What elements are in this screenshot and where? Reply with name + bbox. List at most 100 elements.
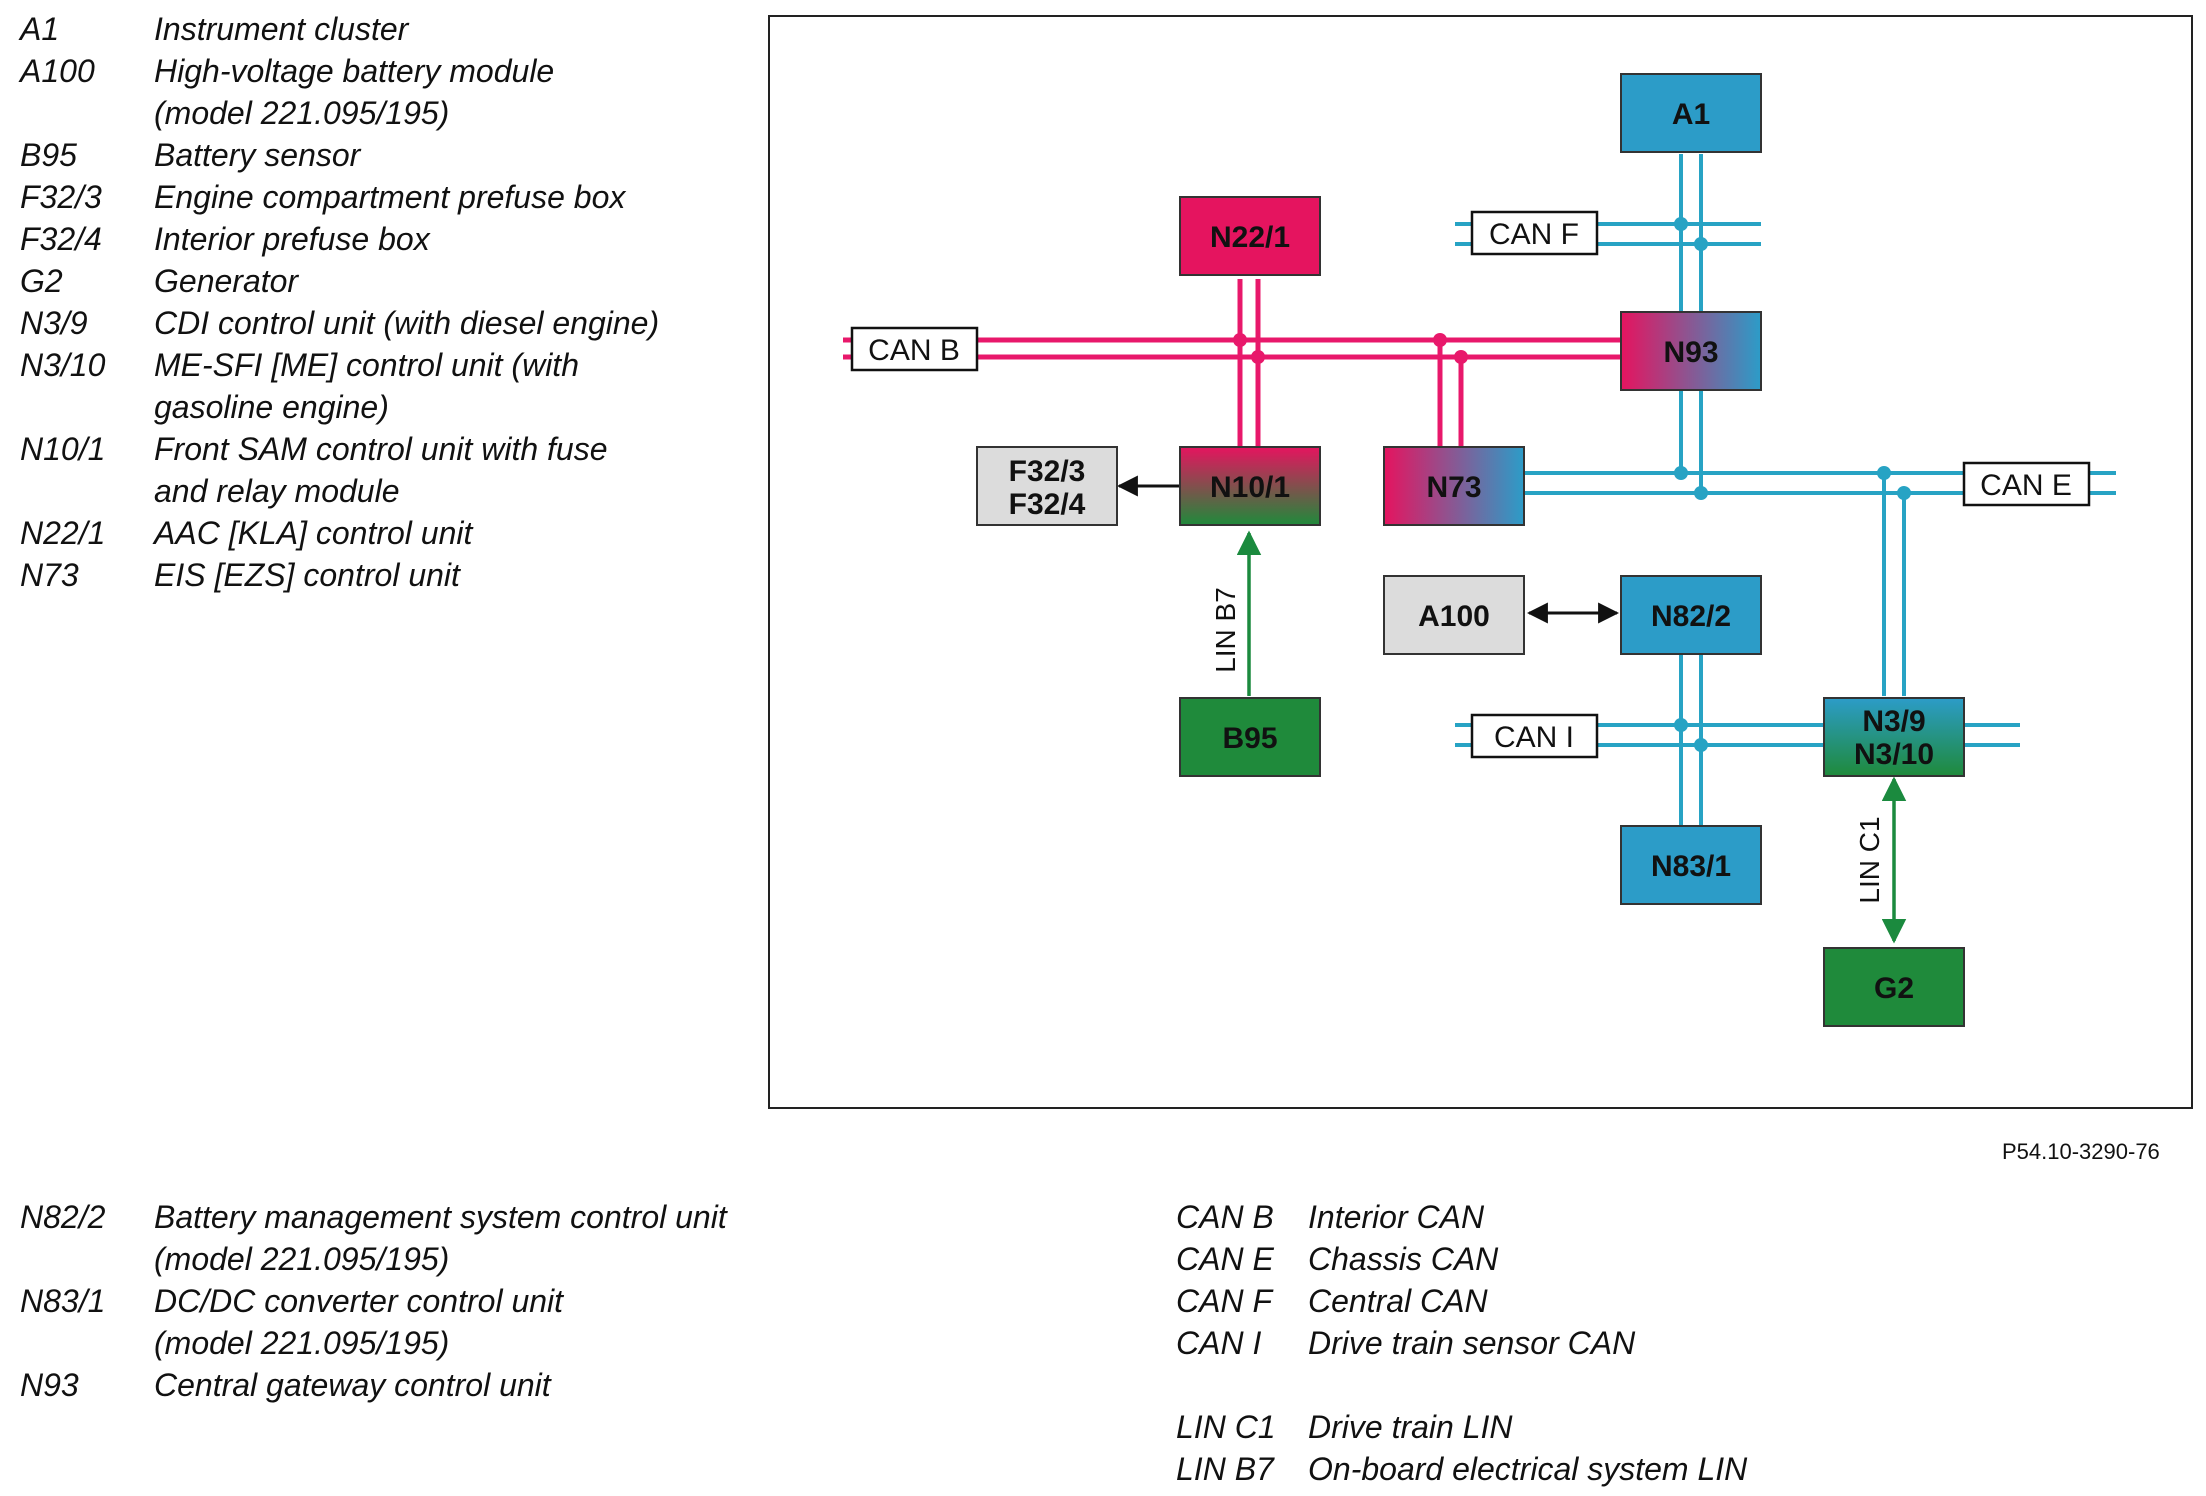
- legend-bottom-right: CAN B Interior CAN CAN E Chassis CAN CAN F Ce…: [1176, 1196, 1747, 1490]
- can-i-label-box: CAN I: [1470, 713, 1599, 759]
- legend-description: Instrument cluster: [154, 11, 409, 47]
- legend-description: Interior CAN: [1308, 1199, 1485, 1235]
- legend-code: G2: [20, 263, 63, 299]
- node-n93: N93: [1620, 311, 1762, 391]
- legend-row: A100 High-voltage battery module (model 2…: [20, 50, 659, 134]
- node-n10-1-label: N10/1: [1210, 471, 1290, 504]
- node-b95-label: B95: [1222, 722, 1277, 755]
- blue-junctions: [1674, 217, 1911, 752]
- can-b-label-box: CAN B: [850, 326, 979, 372]
- legend-description: Front SAM control unit with fuse and rel…: [154, 431, 608, 509]
- lin-c1-label: LIN C1: [1854, 816, 1885, 903]
- node-f32-3-label: F32/3: [1009, 455, 1086, 488]
- legend-row: N73 EIS [EZS] control unit: [20, 554, 659, 596]
- legend-gap: [1176, 1364, 1747, 1406]
- node-n10-1: N10/1: [1179, 446, 1321, 526]
- legend-row: CAN I Drive train sensor CAN: [1176, 1322, 1747, 1364]
- node-f32: F32/3 F32/4: [976, 446, 1118, 526]
- node-a1-label: A1: [1672, 98, 1710, 131]
- legend-description: CDI control unit (with diesel engine): [154, 305, 660, 341]
- legend-code: B95: [20, 137, 77, 173]
- legend-row: N3/10 ME-SFI [ME] control unit (with gaso…: [20, 344, 659, 428]
- legend-code: N82/2: [20, 1199, 106, 1235]
- legend-description: Battery management system control unit (…: [154, 1199, 727, 1277]
- node-n82-2-label: N82/2: [1651, 600, 1731, 633]
- node-n22-1: N22/1: [1179, 196, 1321, 276]
- legend-code: N22/1: [20, 515, 106, 551]
- legend-row: F32/4 Interior prefuse box: [20, 218, 659, 260]
- legend-code: A100: [20, 53, 95, 89]
- can-e-label-box: CAN E: [1962, 461, 2091, 507]
- node-g2-label: G2: [1874, 972, 1914, 1005]
- node-a100: A100: [1383, 575, 1525, 655]
- node-n83-1-label: N83/1: [1651, 850, 1731, 883]
- legend-row: N10/1 Front SAM control unit with fuse an…: [20, 428, 659, 512]
- node-n22-1-label: N22/1: [1210, 221, 1290, 254]
- legend-description: High-voltage battery module (model 221.0…: [154, 53, 555, 131]
- legend-code: N93: [20, 1367, 79, 1403]
- legend-code: F32/3: [20, 179, 102, 215]
- legend-code: LIN C1: [1176, 1409, 1276, 1445]
- legend-row: N83/1 DC/DC converter control unit (model…: [20, 1280, 727, 1364]
- legend-description: Chassis CAN: [1308, 1241, 1499, 1277]
- can-f-label-box: CAN F: [1470, 210, 1599, 256]
- legend-description: Engine compartment prefuse box: [154, 179, 626, 215]
- node-f32-4-label: F32/4: [1009, 488, 1086, 521]
- legend-can: CAN B Interior CAN CAN E Chassis CAN CAN F Ce…: [1176, 1196, 1747, 1364]
- can-b-junctions: [1233, 333, 1468, 364]
- legend-code: CAN E: [1176, 1241, 1274, 1277]
- legend-description: Battery sensor: [154, 137, 361, 173]
- node-n3-9-label: N3/9: [1862, 705, 1925, 738]
- legend-description: AAC [KLA] control unit: [154, 515, 473, 551]
- legend-code: LIN B7: [1176, 1451, 1274, 1487]
- legend-code: N10/1: [20, 431, 106, 467]
- can-f-label: CAN F: [1489, 218, 1579, 251]
- legend-row: CAN E Chassis CAN: [1176, 1238, 1747, 1280]
- legend-code: CAN B: [1176, 1199, 1274, 1235]
- legend-code: A1: [20, 11, 60, 47]
- can-b-label: CAN B: [868, 334, 960, 367]
- legend-description: Drive train LIN: [1308, 1409, 1513, 1445]
- legend-row: B95 Battery sensor: [20, 134, 659, 176]
- figure-id: P54.10-3290-76: [2002, 1139, 2160, 1164]
- legend-description: ME-SFI [ME] control unit (with gasoline …: [154, 347, 579, 425]
- legend-code: N3/9: [20, 305, 88, 341]
- legend-code: N73: [20, 557, 79, 593]
- legend-description: Central CAN: [1308, 1283, 1488, 1319]
- legend-bottom-left: N82/2 Battery management system control u…: [20, 1196, 727, 1406]
- legend-code: N3/10: [20, 347, 106, 383]
- legend-row: N22/1 AAC [KLA] control unit: [20, 512, 659, 554]
- node-g2: G2: [1823, 947, 1965, 1027]
- node-n83-1: N83/1: [1620, 825, 1762, 905]
- node-n82-2: N82/2: [1620, 575, 1762, 655]
- legend-description: EIS [EZS] control unit: [154, 557, 460, 593]
- node-n73: N73: [1383, 446, 1525, 526]
- legend-code: CAN I: [1176, 1325, 1262, 1361]
- lin-b7-label: LIN B7: [1210, 587, 1241, 673]
- legend-row: A1 Instrument cluster: [20, 8, 659, 50]
- node-a100-label: A100: [1418, 600, 1490, 633]
- node-n3: N3/9 N3/10: [1823, 697, 1965, 777]
- node-n73-label: N73: [1426, 471, 1481, 504]
- can-e-bus: [1523, 389, 2116, 696]
- legend-code: F32/4: [20, 221, 102, 257]
- legend-code: N83/1: [20, 1283, 106, 1319]
- legend-row: F32/3 Engine compartment prefuse box: [20, 176, 659, 218]
- node-n3-10-label: N3/10: [1854, 738, 1934, 771]
- legend-description: Interior prefuse box: [154, 221, 430, 257]
- node-a1: A1: [1620, 73, 1762, 153]
- legend-code: CAN F: [1176, 1283, 1272, 1319]
- legend-row: CAN B Interior CAN: [1176, 1196, 1747, 1238]
- legend-description: DC/DC converter control unit (model 221.…: [154, 1283, 564, 1361]
- can-i-label: CAN I: [1494, 721, 1574, 754]
- node-b95: B95: [1179, 697, 1321, 777]
- legend-row: CAN F Central CAN: [1176, 1280, 1747, 1322]
- legend-description: Drive train sensor CAN: [1308, 1325, 1636, 1361]
- legend-row: N82/2 Battery management system control u…: [20, 1196, 727, 1280]
